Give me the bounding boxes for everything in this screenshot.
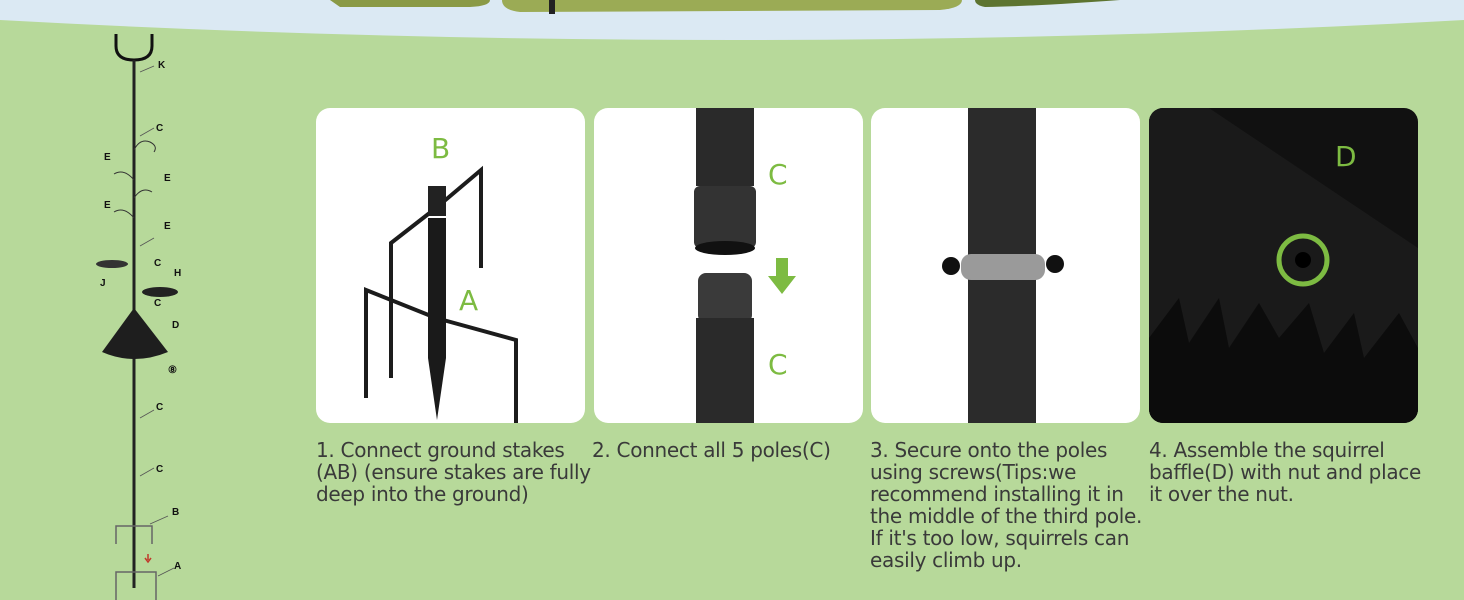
step-2-image: C C [594,108,863,423]
step-1-image: B A [316,108,585,423]
assembly-diagram: K C E E E E C H J C D ⑧ C C B A [96,34,181,600]
label-b: B [172,507,179,518]
label-c: C [156,123,163,134]
label-e: E [164,221,171,232]
label-b: B [431,132,450,165]
step-1-caption: 1. Connect ground stakes (AB) (ensure st… [316,438,591,506]
label-c: C [156,402,163,413]
label-e: E [104,200,111,211]
label-c: C [154,258,161,269]
step-3-caption: 3. Secure onto the poles using screws(Ti… [870,438,1143,572]
label-c: C [156,464,163,475]
label-c-top: C [768,158,788,191]
label-e: E [164,173,171,184]
label-c: C [154,298,161,309]
label-k: K [158,60,166,71]
label-c-bottom: C [768,348,788,381]
step-2-caption: 2. Connect all 5 poles(C) [592,438,831,462]
label-h: H [174,268,181,279]
label-j: J [100,278,106,289]
step-3-image [871,108,1140,423]
label-nut: ⑧ [168,365,177,376]
label-d: D [172,320,179,331]
label-d: D [1335,140,1357,173]
label-a: A [459,284,478,317]
step-4-caption: 4. Assemble the squirrel baffle(D) with … [1149,438,1421,506]
top-banner-photo-edge [0,0,1464,40]
label-e: E [104,152,111,163]
label-a: A [174,561,181,572]
step-4-image: D [1149,108,1418,423]
